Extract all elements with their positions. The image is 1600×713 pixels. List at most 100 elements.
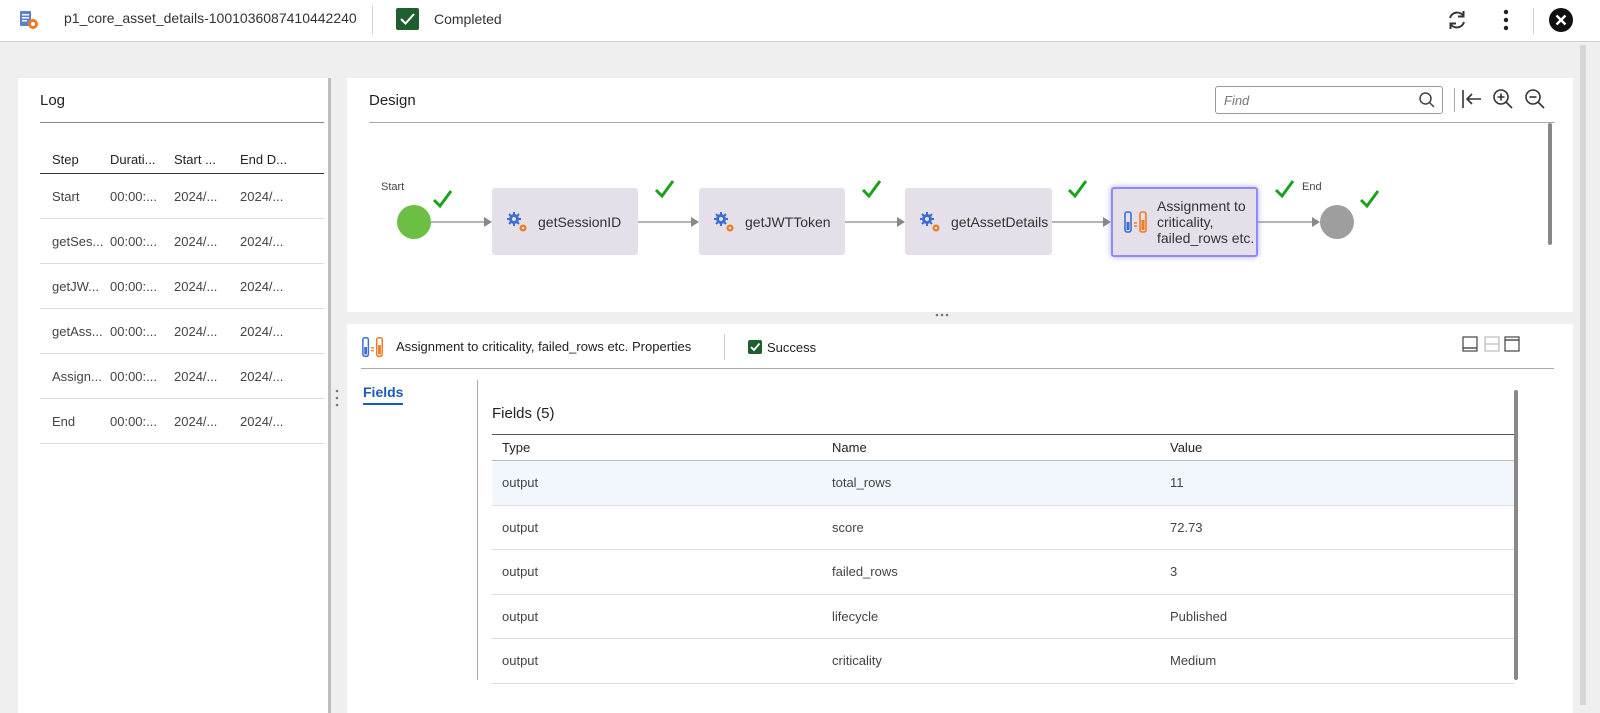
log-cell-start: 2024/... — [174, 323, 218, 339]
node-getjwttoken[interactable]: getJWTToken — [699, 188, 845, 255]
field-row-score[interactable]: output score 72.73 — [492, 506, 1514, 550]
log-col-duration[interactable]: Durati... — [110, 152, 156, 167]
find-input[interactable] — [1224, 91, 1404, 109]
log-cell-duration: 00:00:... — [110, 323, 157, 339]
field-type: output — [502, 653, 539, 669]
node-label: Assignment to criticality, failed_rows e… — [1157, 198, 1254, 246]
service-gear-icon — [920, 211, 940, 231]
zoom-in-icon[interactable] — [1490, 86, 1516, 112]
zoom-out-icon[interactable] — [1522, 86, 1548, 112]
page-scrollbar[interactable] — [1580, 45, 1586, 705]
log-row-start[interactable]: Start 00:00:... 2024/... 2024/... — [40, 174, 324, 219]
field-row-criticality[interactable]: output criticality Medium — [492, 639, 1514, 684]
success-check-icon — [861, 180, 882, 199]
log-cell-start: 2024/... — [174, 368, 218, 384]
layout-bottom-icon[interactable] — [1461, 335, 1479, 353]
design-title-rule — [369, 122, 1555, 123]
success-check-icon — [1067, 180, 1088, 199]
log-cell-end: 2024/... — [240, 233, 284, 249]
flow-connectors — [431, 217, 1320, 227]
step-status: Success — [767, 340, 817, 355]
assignment-icon — [362, 337, 383, 357]
success-check-icon — [1274, 180, 1295, 199]
field-type: output — [502, 475, 539, 491]
node-assignment[interactable]: Assignment to criticality, failed_rows e… — [1111, 187, 1258, 257]
layout-split-icon[interactable] — [1483, 335, 1501, 353]
log-cell-end: 2024/... — [240, 278, 284, 294]
node-getassetdetails[interactable]: getAssetDetails — [905, 188, 1052, 255]
start-node[interactable] — [397, 205, 431, 239]
log-row-getjwttoken[interactable]: getJW... 00:00:... 2024/... 2024/... — [40, 264, 324, 309]
log-panel: Log Step Durati... Start ... End D... St… — [18, 78, 330, 713]
log-title-rule — [40, 122, 324, 123]
log-cell-step: Assign... — [52, 368, 102, 384]
fields-scrollbar[interactable] — [1514, 390, 1518, 680]
log-col-step[interactable]: Step — [52, 152, 79, 167]
field-type: output — [502, 519, 539, 535]
fields-col-value[interactable]: Value — [1170, 440, 1203, 455]
splitter-grip-icon[interactable] — [335, 387, 339, 409]
fields-col-type[interactable]: Type — [502, 440, 531, 455]
properties-divider — [724, 334, 725, 360]
log-cell-step: Start — [52, 188, 80, 204]
log-col-end[interactable]: End D... — [240, 152, 287, 167]
completed-check-icon — [396, 8, 419, 30]
success-check-icon — [654, 180, 675, 199]
start-node-label: Start — [381, 181, 405, 193]
design-title: Design — [369, 92, 416, 109]
fields-table: Type Name Value output total_rows 11 out… — [492, 434, 1514, 684]
search-icon[interactable] — [1418, 91, 1436, 109]
log-cell-end: 2024/... — [240, 368, 284, 384]
service-gear-icon — [507, 211, 527, 231]
field-value: Medium — [1170, 653, 1217, 669]
field-type: output — [502, 564, 539, 580]
resize-handle-icon[interactable] — [934, 312, 950, 318]
log-row-end[interactable]: End 00:00:... 2024/... 2024/... — [40, 399, 324, 444]
close-icon[interactable] — [1548, 7, 1574, 33]
field-row-failed-rows[interactable]: output failed_rows 3 — [492, 550, 1514, 595]
log-title: Log — [40, 92, 66, 109]
log-cell-step: End — [52, 413, 76, 429]
log-row-getsessionid[interactable]: getSes... 00:00:... 2024/... 2024/... — [40, 219, 324, 264]
run-status: Completed — [434, 11, 502, 27]
end-node[interactable] — [1320, 205, 1354, 239]
log-cell-duration: 00:00:... — [110, 233, 157, 249]
field-name: failed_rows — [832, 564, 898, 580]
field-value: 11 — [1170, 475, 1184, 491]
layout-top-icon[interactable] — [1503, 335, 1521, 353]
log-row-assignment[interactable]: Assign... 00:00:... 2024/... 2024/... — [40, 354, 324, 399]
field-row-total-rows[interactable]: output total_rows 11 — [492, 461, 1514, 506]
success-check-icon — [432, 190, 453, 209]
node-label: getAssetDetails — [951, 213, 1049, 230]
log-cell-end: 2024/... — [240, 413, 284, 429]
header-divider — [372, 6, 373, 34]
refresh-icon[interactable] — [1444, 7, 1470, 33]
log-row-getassetdetails[interactable]: getAss... 00:00:... 2024/... 2024/... — [40, 309, 324, 354]
log-col-start[interactable]: Start ... — [174, 152, 216, 167]
success-check-icon — [1359, 190, 1380, 209]
log-cell-start: 2024/... — [174, 233, 218, 249]
tab-fields[interactable]: Fields — [363, 384, 404, 405]
node-label-line: criticality, — [1157, 214, 1214, 230]
field-name: total_rows — [832, 475, 892, 491]
log-cell-start: 2024/... — [174, 278, 218, 294]
log-cell-start: 2024/... — [174, 188, 218, 204]
field-row-lifecycle[interactable]: output lifecycle Published — [492, 595, 1514, 639]
more-vertical-icon[interactable] — [1496, 6, 1516, 34]
log-cell-duration: 00:00:... — [110, 368, 157, 384]
design-scrollbar[interactable] — [1548, 123, 1552, 245]
process-title: p1_core_asset_details-100103608741044224… — [64, 10, 357, 26]
fields-col-name[interactable]: Name — [832, 440, 867, 455]
log-cell-duration: 00:00:... — [110, 413, 157, 429]
panel-splitter[interactable] — [328, 78, 331, 713]
toolbar-divider — [1454, 88, 1455, 112]
node-getsessionid[interactable]: getSessionID — [492, 188, 638, 255]
log-cell-step: getSes... — [52, 233, 104, 249]
log-cell-duration: 00:00:... — [110, 278, 157, 294]
field-name: criticality — [832, 653, 882, 669]
fit-left-icon[interactable] — [1459, 86, 1485, 112]
log-cell-end: 2024/... — [240, 323, 284, 339]
design-panel: Design — [347, 78, 1573, 312]
find-box — [1215, 86, 1443, 114]
header-divider-right — [1533, 8, 1534, 34]
